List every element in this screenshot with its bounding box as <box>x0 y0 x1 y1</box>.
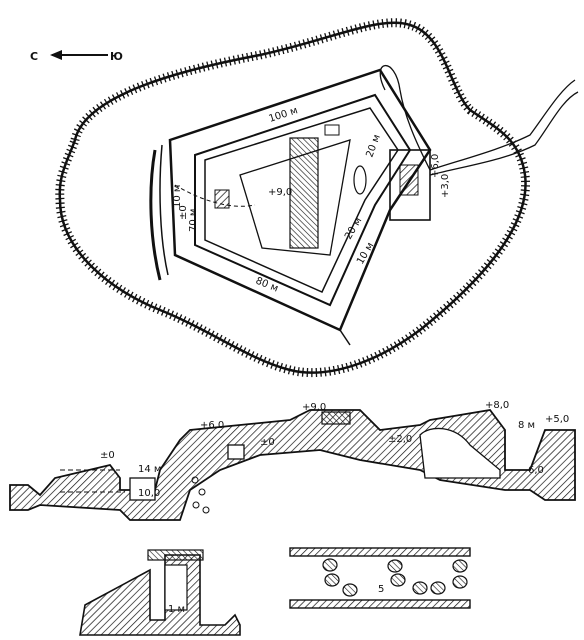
orientation-arrow: С Ю <box>30 50 123 63</box>
sec-dim-14: 14 м <box>138 464 161 475</box>
elev-west-b: 10 м <box>172 185 183 208</box>
elev-center: +9,0 <box>268 187 292 198</box>
sec-elev-left: ±0 <box>100 450 115 461</box>
detail-a-dim: 1 м <box>168 604 185 615</box>
south-label: Ю <box>110 50 123 63</box>
elev-east-a: +6,0 <box>430 154 441 178</box>
sec-elev-plus5: +5,0 <box>545 414 569 425</box>
elev-east-b: +3,0 <box>440 174 451 198</box>
glacis-outline <box>55 18 530 378</box>
detail-b: 5 <box>289 547 471 609</box>
sec-elev-plus9: +9,0 <box>302 402 326 413</box>
dim-east-c: 20 м <box>364 133 382 159</box>
sec-elev-pm2: ±2,0 <box>388 434 412 445</box>
sec-elev-mid: ±0 <box>260 437 275 448</box>
sec-elev-plus6: +6,0 <box>200 420 224 431</box>
section-labels: ±0 +6,0 +9,0 +8,0 +5,0 ±0 ±2,0 14 м 10,0… <box>100 400 569 499</box>
dim-west-wall: 70 м <box>188 209 199 232</box>
north-label: С <box>30 50 38 63</box>
detail-a: 1 м <box>79 549 241 636</box>
cross-section <box>9 409 576 521</box>
detail-b-mark: 5 <box>378 584 384 595</box>
sec-dim-10: 10,0 <box>138 488 160 499</box>
sec-dim-6: 6,0 <box>528 465 544 476</box>
sec-dim-8: 8 м <box>518 420 535 431</box>
sec-elev-plus8: +8,0 <box>485 400 509 411</box>
elev-west: ±0 <box>178 205 189 220</box>
fort-plan <box>149 64 579 346</box>
